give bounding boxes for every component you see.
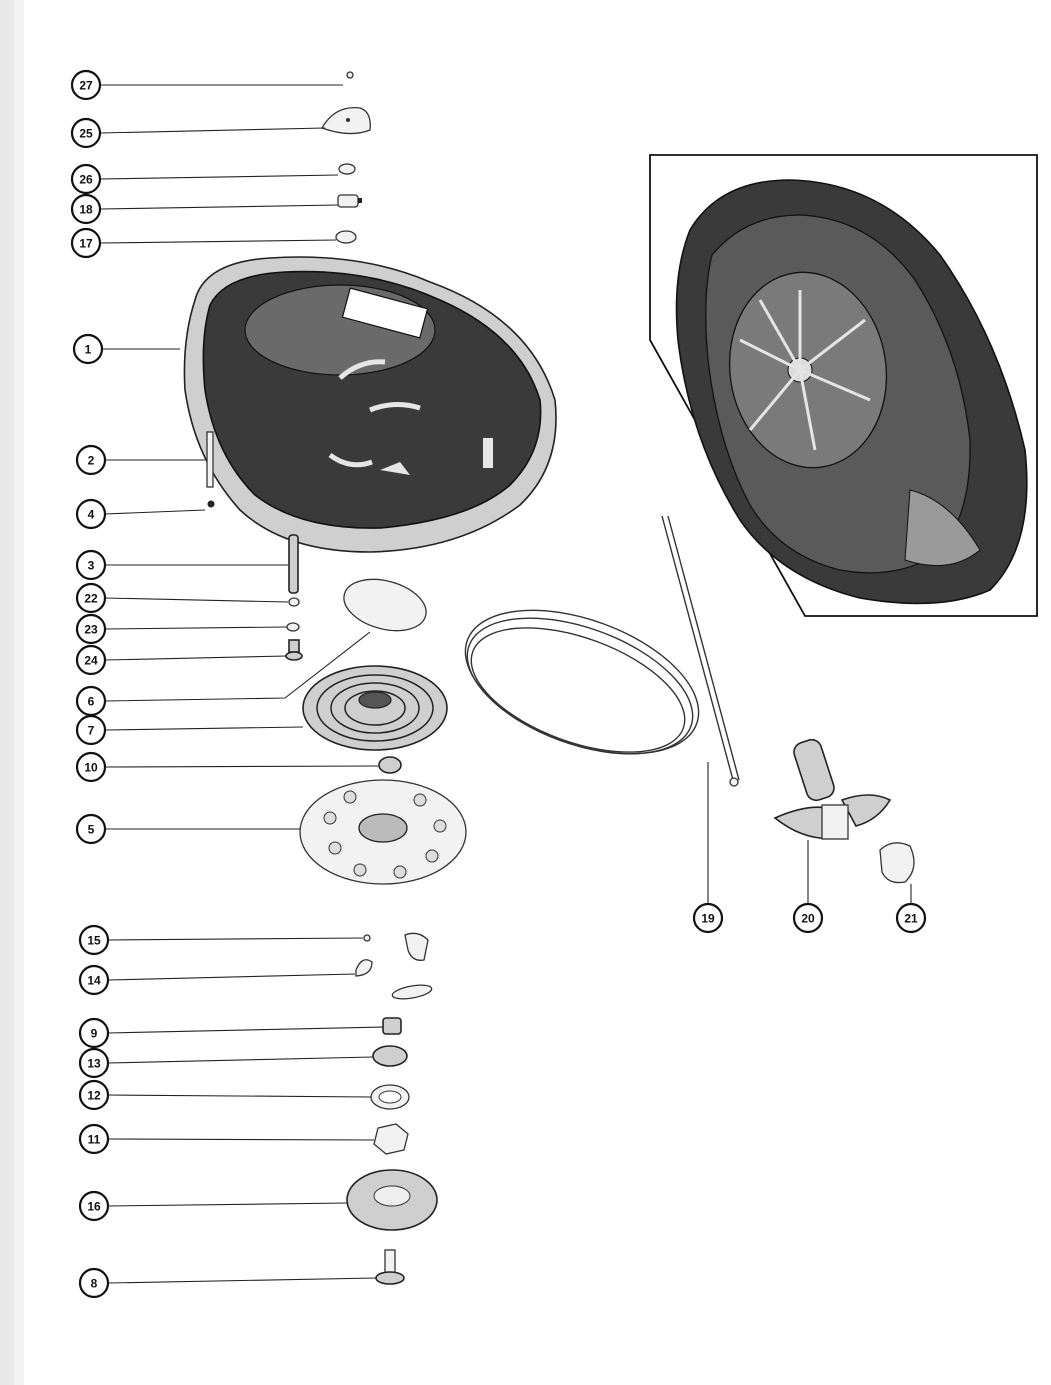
part-20-handle bbox=[773, 738, 892, 840]
part-17-spring-washer bbox=[335, 230, 357, 244]
callout-26-label: 26 bbox=[79, 173, 93, 187]
callout-10-label: 10 bbox=[84, 761, 98, 775]
part-12-retainer bbox=[370, 1084, 410, 1110]
callout-23: 23 bbox=[75, 613, 107, 645]
callout-15: 15 bbox=[78, 924, 110, 956]
callout-27-label: 27 bbox=[79, 79, 93, 93]
callout-26: 26 bbox=[70, 163, 102, 195]
part-18-nut bbox=[337, 194, 362, 208]
part-24-bolt bbox=[285, 639, 303, 661]
callout-3: 3 bbox=[75, 549, 107, 581]
callout-13: 13 bbox=[78, 1047, 110, 1079]
part-5-pulley bbox=[299, 779, 467, 885]
callout-24-label: 24 bbox=[84, 654, 98, 668]
callout-7-label: 7 bbox=[88, 724, 95, 738]
callout-1-label: 1 bbox=[85, 343, 92, 357]
callout-18: 18 bbox=[70, 193, 102, 225]
part-14-pawl bbox=[355, 932, 433, 1000]
part-9-block bbox=[382, 1017, 402, 1035]
callout-9: 9 bbox=[78, 1017, 110, 1049]
part-16-cup bbox=[346, 1169, 438, 1231]
callout-9-label: 9 bbox=[91, 1027, 98, 1041]
scan-noise-edge bbox=[0, 0, 24, 1385]
callout-8: 8 bbox=[78, 1267, 110, 1299]
part-15-pin bbox=[363, 934, 371, 942]
callout-17: 17 bbox=[70, 227, 102, 259]
callout-14-label: 14 bbox=[87, 974, 101, 988]
part-3-rod bbox=[288, 534, 299, 594]
callout-18-label: 18 bbox=[79, 203, 93, 217]
callout-22: 22 bbox=[75, 582, 107, 614]
callout-6: 6 bbox=[75, 685, 107, 717]
callout-13-label: 13 bbox=[87, 1057, 101, 1071]
callout-1: 1 bbox=[72, 333, 104, 365]
callout-15-label: 15 bbox=[87, 934, 101, 948]
part-7-spring bbox=[302, 665, 448, 751]
callout-10: 10 bbox=[75, 751, 107, 783]
callout-22-label: 22 bbox=[84, 592, 98, 606]
callout-19-label: 19 bbox=[701, 912, 715, 926]
part-13-washer bbox=[372, 1045, 408, 1067]
callout-11-label: 11 bbox=[88, 1133, 101, 1147]
inset-housing-underside bbox=[649, 154, 1038, 617]
part-10-bushing bbox=[378, 756, 402, 774]
callout-23-label: 23 bbox=[84, 623, 98, 637]
callout-24: 24 bbox=[75, 644, 107, 676]
callout-3-label: 3 bbox=[88, 559, 95, 573]
part-22-clip bbox=[288, 597, 300, 607]
callout-4-label: 4 bbox=[88, 508, 95, 522]
part-1-housing bbox=[183, 256, 557, 553]
callout-12: 12 bbox=[78, 1079, 110, 1111]
callout-5-label: 5 bbox=[88, 823, 95, 837]
callout-25: 25 bbox=[70, 117, 102, 149]
callout-21: 21 bbox=[895, 902, 927, 934]
callout-19: 19 bbox=[692, 902, 724, 934]
part-21-anchor bbox=[879, 842, 915, 884]
callout-7: 7 bbox=[75, 714, 107, 746]
callout-8-label: 8 bbox=[91, 1277, 98, 1291]
part-23-washer bbox=[286, 622, 300, 632]
callout-17-label: 17 bbox=[79, 237, 93, 251]
callout-12-label: 12 bbox=[87, 1089, 101, 1103]
leader-lines bbox=[99, 84, 912, 1284]
part-4-ball bbox=[207, 500, 215, 508]
callout-14: 14 bbox=[78, 964, 110, 996]
callout-4: 4 bbox=[75, 498, 107, 530]
callout-2: 2 bbox=[75, 444, 107, 476]
callout-16: 16 bbox=[78, 1190, 110, 1222]
part-11-nut bbox=[373, 1123, 409, 1155]
part-27-screw bbox=[346, 71, 354, 79]
callout-20: 20 bbox=[792, 902, 824, 934]
part-6-plate bbox=[343, 578, 427, 632]
callout-20-label: 20 bbox=[801, 912, 815, 926]
callout-27: 27 bbox=[70, 69, 102, 101]
part-25-cap bbox=[321, 107, 371, 135]
part-19-rope bbox=[464, 515, 740, 787]
callout-16-label: 16 bbox=[87, 1200, 101, 1214]
callout-6-label: 6 bbox=[88, 695, 95, 709]
part-8-shaft bbox=[375, 1249, 405, 1285]
part-2-pin bbox=[206, 431, 214, 488]
callout-5: 5 bbox=[75, 813, 107, 845]
callout-11: 11 bbox=[78, 1123, 110, 1155]
callout-21-label: 21 bbox=[904, 912, 918, 926]
part-26-washer bbox=[338, 163, 356, 175]
callout-2-label: 2 bbox=[88, 454, 95, 468]
callout-25-label: 25 bbox=[79, 127, 93, 141]
